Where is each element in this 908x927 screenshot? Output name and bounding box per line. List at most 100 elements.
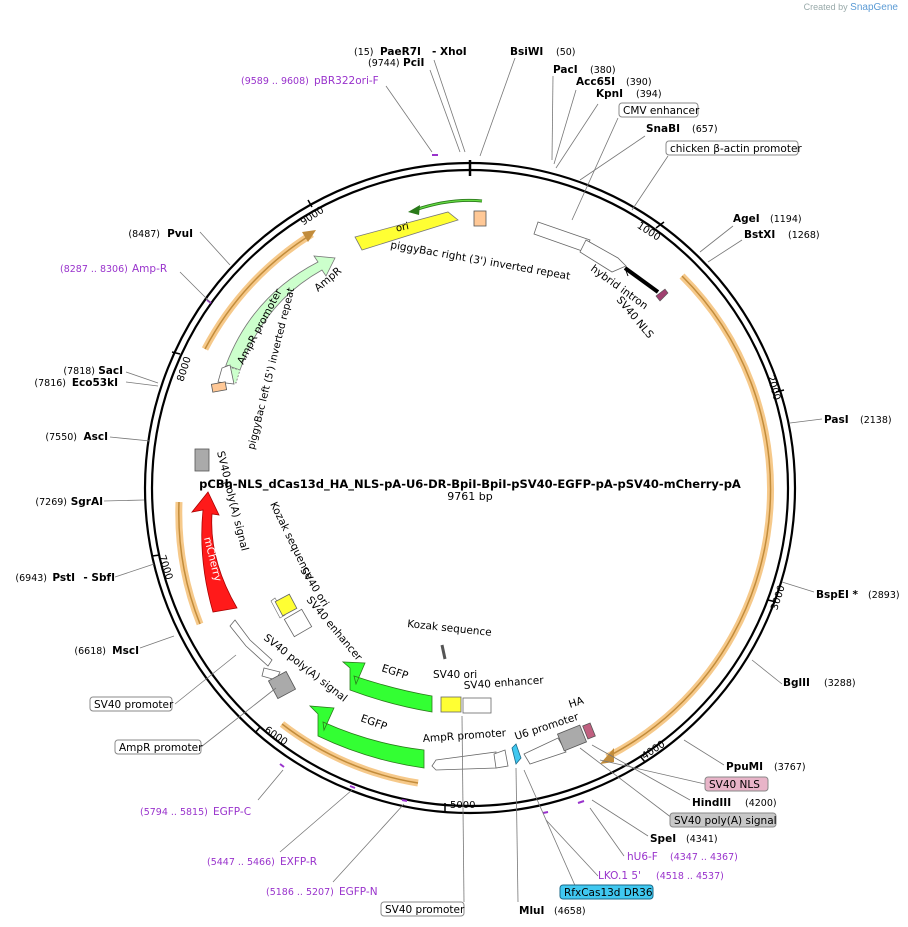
- site-pos: (15): [354, 47, 374, 58]
- sv40-promoter-left-label: SV40 promoter: [94, 699, 174, 711]
- site-pos: (380): [590, 65, 616, 76]
- site-name: BsiWI: [510, 46, 543, 58]
- site-pos: (394): [636, 89, 662, 100]
- site-name: PstI: [52, 572, 75, 584]
- site-extra: - SbfI: [83, 572, 115, 584]
- sv40-polya-left-label: SV40 poly(A) signal: [214, 450, 250, 552]
- site-name: PpuMI: [726, 761, 763, 773]
- tick-labels: 1000 2000 3000 4000 5000 6000 7000 8000 …: [156, 205, 788, 811]
- site-name: PacI: [553, 64, 578, 76]
- site-name: AscI: [83, 431, 108, 443]
- primer-name: hU6-F: [627, 851, 658, 863]
- primer-labels: (9589 .. 9608) pBR322ori-F (8287 .. 8306…: [60, 75, 738, 898]
- cba-promoter-label: chicken β-actin promoter: [670, 143, 802, 155]
- site-pos: (4200): [745, 798, 777, 809]
- primer-name: EXFP-R: [280, 856, 317, 868]
- tick-label: 7000: [156, 554, 174, 582]
- primer-range: (4518 .. 4537): [656, 871, 724, 882]
- tick-label: 2000: [764, 374, 782, 401]
- site-pos: (50): [556, 47, 576, 58]
- site-pos: (390): [626, 77, 652, 88]
- egfp-2-label: EGFP: [359, 713, 389, 734]
- leader-lines: [103, 57, 823, 903]
- site-pos: (4658): [554, 906, 586, 917]
- site-name: Eco53kI: [72, 377, 118, 389]
- site-pos: (6943): [15, 573, 47, 584]
- sv40-promoter-bottom-label: SV40 promoter: [385, 904, 465, 916]
- ha-label: HA: [567, 695, 586, 711]
- plasmid-name: pCBh-NLS_dCas13d_HA_NLS-pA-U6-DR-BpiI-Bp…: [199, 477, 741, 492]
- ampr-promoter-left-label: AmpR promoter: [119, 742, 203, 754]
- site-name: SnaBI: [646, 123, 680, 135]
- site-name: BglII: [783, 677, 810, 689]
- site-name: PciI: [403, 57, 424, 69]
- site-name: PvuI: [167, 228, 193, 240]
- site-name: MscI: [112, 645, 139, 657]
- site-pos: (7818): [63, 366, 95, 377]
- site-pos: (8487): [128, 229, 160, 240]
- sv40-nls-box-label: SV40 NLS: [709, 779, 760, 791]
- site-name: PaeR7I: [380, 46, 421, 58]
- primer-range: (5447 .. 5466): [207, 857, 275, 868]
- site-pos: (2893): [868, 590, 900, 601]
- pb-right-label: piggyBac right (3') inverted repeat: [389, 239, 571, 282]
- primer-range: (4347 .. 4367): [670, 852, 738, 863]
- kozak-2-label: Kozak sequence: [407, 618, 493, 639]
- primer-range: (5794 .. 5815): [140, 807, 208, 818]
- primer-range: (8287 .. 8306): [60, 264, 128, 275]
- primer-range: (9589 .. 9608): [241, 76, 309, 87]
- site-pos: (4341): [686, 834, 718, 845]
- plasmid-size: 9761 bp: [447, 490, 492, 503]
- snapgene-logo: SnapGene: [850, 2, 898, 13]
- ampr-promoter-2-label: AmpR promoter: [422, 727, 507, 745]
- site-pos: (2138): [860, 415, 892, 426]
- sv40-polya-2-label: SV40 poly(A) signal: [261, 632, 349, 705]
- site-name: KpnI: [596, 88, 623, 100]
- egfp-1-label: EGFP: [380, 662, 410, 682]
- site-pos: (1268): [788, 230, 820, 241]
- primer-name: LKO.1 5': [598, 870, 641, 882]
- cmv-enhancer-label: CMV enhancer: [623, 105, 700, 117]
- site-extra: - XhoI: [432, 46, 467, 58]
- sv40-enh-2-label: SV40 enhancer: [463, 674, 544, 692]
- site-pos: (1194): [770, 214, 802, 225]
- sv40-enh-1-label: SV40 enhancer: [304, 594, 365, 663]
- tick-label: 5000: [450, 800, 475, 811]
- snapgene-brand: Created by SnapGene: [803, 2, 898, 13]
- site-pos: (657): [692, 124, 718, 135]
- site-pos: (3288): [824, 678, 856, 689]
- primer-name: Amp-R: [132, 263, 167, 275]
- site-name: Acc65I: [576, 76, 615, 88]
- site-pos: (7550): [45, 432, 77, 443]
- primer-name: pBR322ori-F: [314, 75, 379, 87]
- sv40-polya-box-label: SV40 poly(A) signal: [674, 815, 777, 827]
- boxed-feature-labels: CMV enhancer chicken β-actin promoter SV…: [89, 102, 802, 917]
- site-name: SgrAI: [71, 496, 103, 508]
- site-labels: (15) PaeR7I - XhoI (9744) PciI BsiWI (50…: [354, 46, 900, 917]
- site-pos: (7816): [34, 378, 66, 389]
- rfx-dr36-label: RfxCas13d DR36: [564, 887, 653, 899]
- site-name: PasI: [824, 414, 849, 426]
- site-labels-left: (8487) PvuI (7818) SacI (7816) Eco53kI (…: [15, 228, 193, 657]
- orange-feature-arcs: [175, 230, 775, 787]
- site-name: SpeI: [650, 833, 676, 845]
- site-name: MluI: [519, 905, 544, 917]
- site-name: BstXI: [744, 229, 775, 241]
- inner-features: [191, 198, 669, 771]
- site-pos: (6618): [74, 646, 106, 657]
- site-pos: (7269): [35, 497, 67, 508]
- backbone: [143, 160, 797, 815]
- site-name: HindIII: [692, 797, 731, 809]
- primer-name: EGFP-N: [339, 886, 378, 898]
- primer-range: (5186 .. 5207): [266, 887, 334, 898]
- sv40-ori-2-label: SV40 ori: [433, 669, 477, 681]
- primer-name: EGFP-C: [213, 806, 251, 818]
- tick-label: 4000: [640, 739, 667, 762]
- site-pos: (9744): [368, 58, 400, 69]
- scale-ticks: [151, 199, 785, 811]
- site-name: SacI: [98, 365, 123, 377]
- site-name: AgeI: [733, 213, 760, 225]
- site-name: BspEI *: [816, 589, 859, 601]
- ori-label: ori: [395, 221, 410, 234]
